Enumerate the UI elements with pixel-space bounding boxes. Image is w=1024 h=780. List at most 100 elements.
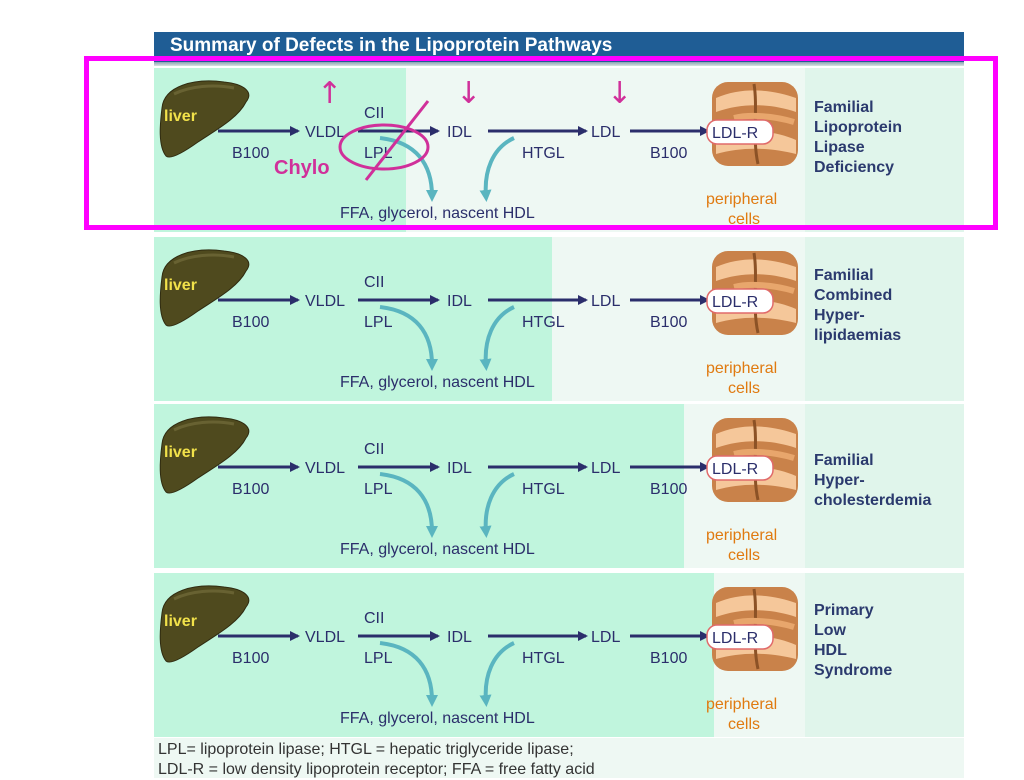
- liver-label: liver: [164, 613, 197, 630]
- vldl-increase-arrow: ↑: [317, 76, 342, 111]
- cells-label: cells: [728, 380, 760, 397]
- disease-name-line: Deficiency: [814, 159, 895, 176]
- lpl-products-arrow: [379, 641, 438, 707]
- lpl-label: LPL: [364, 145, 393, 162]
- disease-name-line: Hyper-: [814, 307, 865, 324]
- b100-left-label: B100: [232, 314, 269, 331]
- products-label: FFA, glycerol, nascent HDL: [340, 374, 535, 391]
- liver-icon: [159, 585, 250, 663]
- legend-line: LPL= lipoprotein lipase; HTGL = hepatic …: [158, 741, 574, 758]
- disease-name-column: [805, 237, 964, 401]
- disease-name-line: Familial: [814, 99, 874, 116]
- pathway-diagram: liver VLDL IDL LDL CII LPL HTGL B100 B10…: [159, 249, 798, 397]
- htgl-label: HTGL: [522, 314, 565, 331]
- cells-label: cells: [728, 211, 760, 228]
- lpl-circle-mark: [338, 123, 430, 171]
- title-shadow: [154, 62, 964, 66]
- vldl-label: VLDL: [305, 460, 345, 477]
- products-label: FFA, glycerol, nascent HDL: [340, 541, 535, 558]
- lpl-products-arrow: [379, 472, 438, 538]
- ldl-label: LDL: [591, 293, 620, 310]
- vldl-label: VLDL: [305, 293, 345, 310]
- idl-label: IDL: [447, 460, 472, 477]
- idl-label: IDL: [447, 124, 472, 141]
- idl-label: IDL: [447, 293, 472, 310]
- products-label: FFA, glycerol, nascent HDL: [340, 710, 535, 727]
- lpl-strike-mark: [364, 100, 430, 181]
- peripheral-label: peripheral: [706, 696, 777, 713]
- liver-label: liver: [164, 444, 197, 461]
- b100-left-label: B100: [232, 145, 269, 162]
- pathway-diagram: liver VLDL IDL LDL CII LPL HTGL B100 B10…: [159, 416, 798, 564]
- idl-decrease-arrow: ↓: [456, 76, 481, 111]
- disease-name-line: HDL: [814, 642, 847, 659]
- ldlr-label: LDL-R: [712, 294, 758, 311]
- liver-icon: [159, 416, 250, 494]
- disease-name-line: cholesterdemia: [814, 492, 932, 509]
- liver-icon: [159, 80, 250, 158]
- pathway-panel-2: liver VLDL IDL LDL CII LPL HTGL B100 B10…: [154, 237, 964, 401]
- ldl-label: LDL: [591, 460, 620, 477]
- products-label: FFA, glycerol, nascent HDL: [340, 205, 535, 222]
- lpl-products-arrow: [379, 305, 438, 371]
- disease-name-line: Primary: [814, 602, 874, 619]
- b100-left-label: B100: [232, 650, 269, 667]
- legend-line: LDL-R = low density lipoprotein receptor…: [158, 761, 595, 778]
- disease-name-column: [805, 573, 964, 737]
- disease-name-line: lipidaemias: [814, 327, 902, 344]
- b100-right-label: B100: [650, 145, 687, 162]
- htgl-products-arrow: [479, 641, 515, 707]
- htgl-products-arrow: [479, 136, 515, 202]
- liver-label: liver: [164, 277, 197, 294]
- pathway-diagram: liver VLDL IDL LDL CII LPL HTGL B100 B10…: [159, 80, 798, 228]
- cii-label: CII: [364, 610, 384, 627]
- highlight-box: [84, 56, 998, 230]
- cells-label: cells: [728, 716, 760, 733]
- ldl-decrease-arrow: ↓: [607, 76, 632, 111]
- peripheral-label: peripheral: [706, 527, 777, 544]
- liver-icon: [159, 249, 250, 327]
- lpl-label: LPL: [364, 314, 393, 331]
- ldl-label: LDL: [591, 124, 620, 141]
- disease-name-line: Familial: [814, 452, 874, 469]
- pathway-panel-1: liver VLDL IDL LDL CII LPL HTGL B100 B10…: [154, 68, 964, 232]
- ldlr-label: LDL-R: [712, 630, 758, 647]
- ldlr-label: LDL-R: [712, 461, 758, 478]
- disease-name-line: Combined: [814, 287, 893, 304]
- disease-name-line: Low: [814, 622, 846, 639]
- disease-name-column: [805, 68, 964, 232]
- ldl-label: LDL: [591, 629, 620, 646]
- ldlr-badge: [706, 455, 774, 481]
- vldl-label: VLDL: [305, 124, 345, 141]
- htgl-products-arrow: [479, 305, 515, 371]
- cii-label: CII: [364, 274, 384, 291]
- ldlr-badge: [706, 288, 774, 314]
- abbreviation-legend: LPL= lipoprotein lipase; HTGL = hepatic …: [154, 738, 964, 778]
- disease-name-line: Syndrome: [814, 662, 893, 679]
- peripheral-label: peripheral: [706, 360, 777, 377]
- disease-name-line: Hyper-: [814, 472, 865, 489]
- pathway-panel-3: liver VLDL IDL LDL CII LPL HTGL B100 B10…: [154, 404, 964, 568]
- ldlr-badge: [706, 624, 774, 650]
- disease-name-line: Familial: [814, 267, 874, 284]
- pathway-diagram: liver VLDL IDL LDL CII LPL HTGL B100 B10…: [159, 585, 798, 733]
- htgl-label: HTGL: [522, 481, 565, 498]
- vldl-label: VLDL: [305, 629, 345, 646]
- liver-label: liver: [164, 108, 197, 125]
- chylo-label: Chylo: [274, 157, 330, 179]
- pathway-panel-4: liver VLDL IDL LDL CII LPL HTGL B100 B10…: [154, 573, 964, 737]
- cii-label: CII: [364, 441, 384, 458]
- b100-right-label: B100: [650, 314, 687, 331]
- htgl-label: HTGL: [522, 145, 565, 162]
- htgl-products-arrow: [479, 472, 515, 538]
- b100-left-label: B100: [232, 481, 269, 498]
- ldlr-label: LDL-R: [712, 125, 758, 142]
- idl-label: IDL: [447, 629, 472, 646]
- cells-label: cells: [728, 547, 760, 564]
- b100-right-label: B100: [650, 481, 687, 498]
